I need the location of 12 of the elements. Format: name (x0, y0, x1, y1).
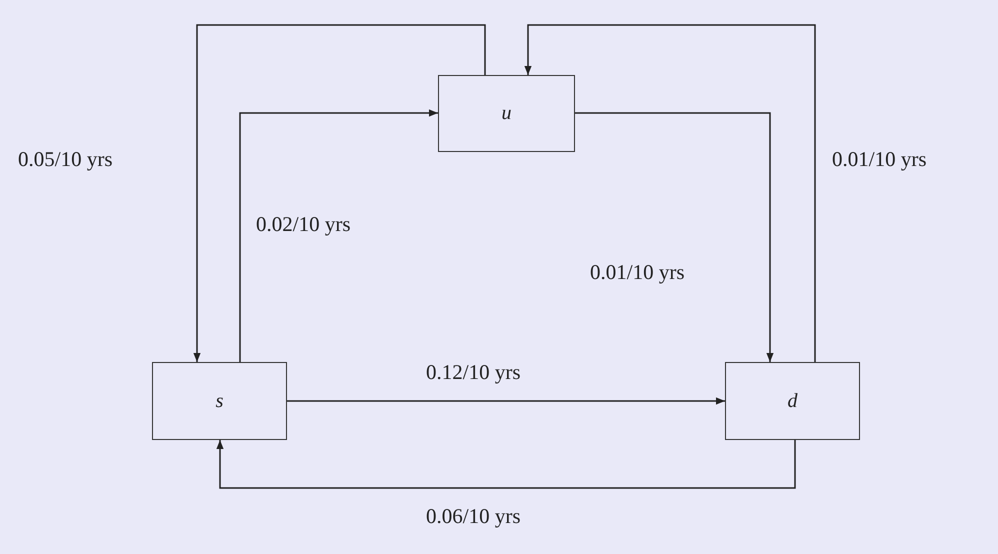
arrow (216, 440, 796, 489)
arrow (287, 397, 725, 405)
state-box (152, 362, 287, 440)
arrow (575, 112, 774, 362)
arrow (524, 24, 816, 362)
state-box (725, 362, 860, 440)
arrow (193, 24, 486, 362)
state-label: d (788, 390, 798, 412)
state-label: s (216, 390, 224, 412)
state-box (438, 75, 575, 152)
arrow (239, 109, 438, 362)
state-label: u (502, 102, 512, 125)
